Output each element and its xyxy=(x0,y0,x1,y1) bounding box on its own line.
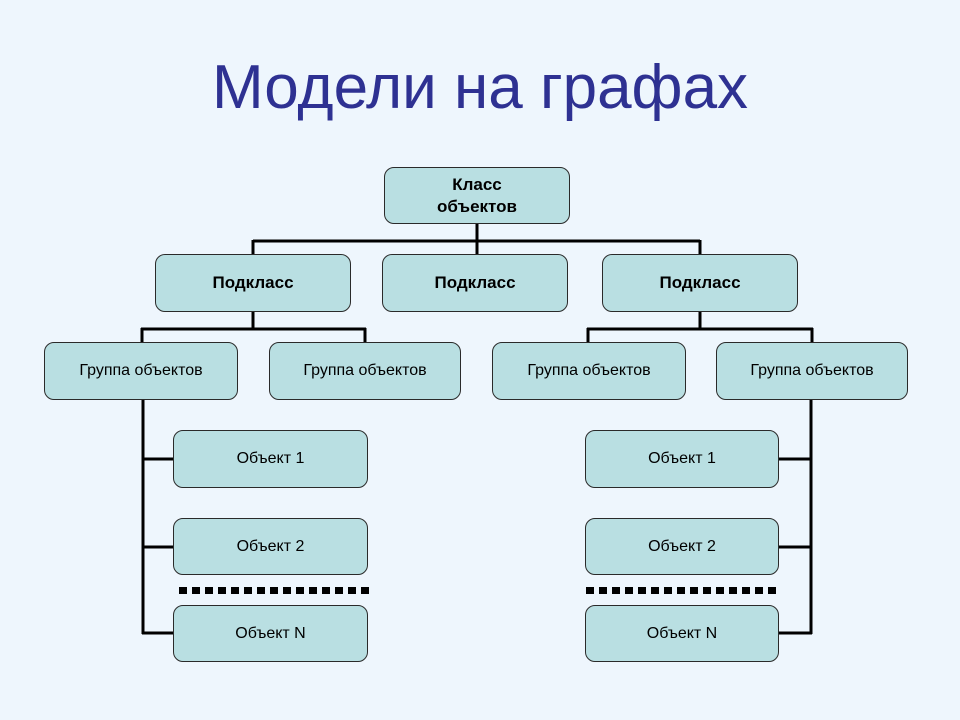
node-subclass-1[interactable]: Подкласс xyxy=(155,254,351,312)
node-group-label: Группа объектов xyxy=(79,362,203,379)
slide-title: Модели на графах xyxy=(211,53,749,122)
node-right-object-2[interactable]: Объект 2 xyxy=(585,518,779,575)
node-object-label: Объект 1 xyxy=(236,450,305,467)
node-group-label: Группа объектов xyxy=(750,362,874,379)
node-group-label: Группа объектов xyxy=(527,362,651,379)
node-group-4[interactable]: Группа объектов xyxy=(716,342,908,400)
node-object-label: Объект N xyxy=(235,624,306,642)
node-left-object-2[interactable]: Объект 2 xyxy=(173,518,368,575)
node-right-object-1[interactable]: Объект 1 xyxy=(585,430,779,488)
node-object-label: Объект 2 xyxy=(236,537,305,555)
node-subclass-3[interactable]: Подкласс xyxy=(602,254,798,312)
node-group-2[interactable]: Группа объектов xyxy=(269,342,461,400)
node-root-label-line2: объектов xyxy=(437,196,517,216)
node-object-label: Объект N xyxy=(646,624,718,642)
node-object-label: Объект 2 xyxy=(648,537,716,555)
node-left-object-1[interactable]: Объект 1 xyxy=(173,430,368,488)
node-group-1[interactable]: Группа объектов xyxy=(44,342,238,400)
node-subclass-label: Подкласс xyxy=(212,273,294,292)
ellipsis-dots-left xyxy=(179,587,369,594)
node-subclass-label: Подкласс xyxy=(659,273,741,292)
ellipsis-dots-right xyxy=(586,587,776,594)
node-root-class[interactable]: Класс объектов xyxy=(384,167,570,224)
node-root-label-line1: Класс xyxy=(452,174,502,194)
node-group-3[interactable]: Группа объектов xyxy=(492,342,686,400)
node-subclass-2[interactable]: Подкласс xyxy=(382,254,568,312)
node-subclass-label: Подкласс xyxy=(434,273,516,292)
node-group-label: Группа объектов xyxy=(303,362,427,379)
node-right-object-n[interactable]: Объект N xyxy=(585,605,779,662)
node-object-label: Объект 1 xyxy=(648,450,716,467)
node-left-object-n[interactable]: Объект N xyxy=(173,605,368,662)
